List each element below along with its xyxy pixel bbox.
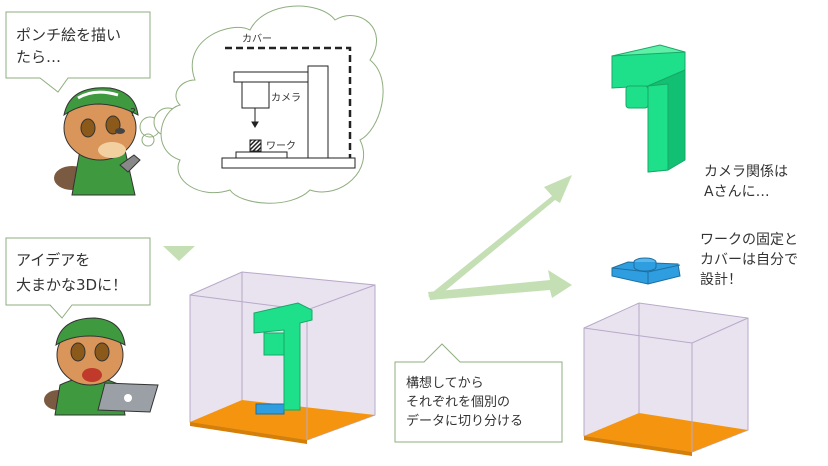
bubble-split-line-2: それぞれを個別の xyxy=(406,395,510,410)
note-camera-line-2: Aさんに… xyxy=(704,184,770,200)
fixture-part xyxy=(255,403,285,415)
sketch-column xyxy=(307,65,329,159)
note-work-line-2: カバーは自分で xyxy=(700,252,798,268)
3d-assembly-box xyxy=(189,271,376,444)
note-work-line-3: 設計！ xyxy=(700,272,742,288)
bubble-idea-line-1: アイデアを xyxy=(16,251,90,269)
sketch-work-plate xyxy=(235,151,288,159)
cover-box-separated xyxy=(583,302,749,456)
fixture-part-separated xyxy=(611,257,681,285)
bubble-split-line-3: データに切り分ける xyxy=(406,413,523,429)
camera-part-separated xyxy=(611,44,686,173)
question-mark-icon: ? xyxy=(130,106,136,119)
note-work-line-1: ワークの固定と xyxy=(700,232,798,248)
bubble-idea-line-2: 大まかな3Dに！ xyxy=(16,276,127,294)
label-work: ワーク xyxy=(266,140,296,152)
speech-bubble-split: 構想してから それぞれを個別の データに切り分ける xyxy=(394,343,563,443)
cover-dashed-line xyxy=(225,46,352,158)
note-camera-line-1: カメラ関係は xyxy=(704,164,788,180)
machine-sketch xyxy=(221,46,356,169)
flow-triangle-icon xyxy=(163,246,195,261)
bubble-sketch-line-1: ポンチ絵を描い xyxy=(16,26,121,44)
sketch-work xyxy=(249,139,262,152)
beaver-mascot-laptop xyxy=(44,317,159,416)
sketch-camera xyxy=(241,81,270,109)
speech-bubble-idea: アイデアを 大まかな3Dに！ xyxy=(5,237,151,319)
split-arrows xyxy=(428,175,572,300)
sketch-base xyxy=(221,157,356,169)
speech-bubble-sketch: ポンチ絵を描い たら… xyxy=(5,11,151,93)
label-cover: カバー xyxy=(242,33,272,45)
label-camera: カメラ xyxy=(271,92,301,104)
bubble-split-line-1: 構想してから xyxy=(406,375,484,391)
camera-part xyxy=(253,302,313,411)
sketch-arm xyxy=(233,71,309,83)
beaver-mascot-thinking: ? xyxy=(54,87,155,196)
bubble-sketch-line-2: たら… xyxy=(16,48,61,66)
